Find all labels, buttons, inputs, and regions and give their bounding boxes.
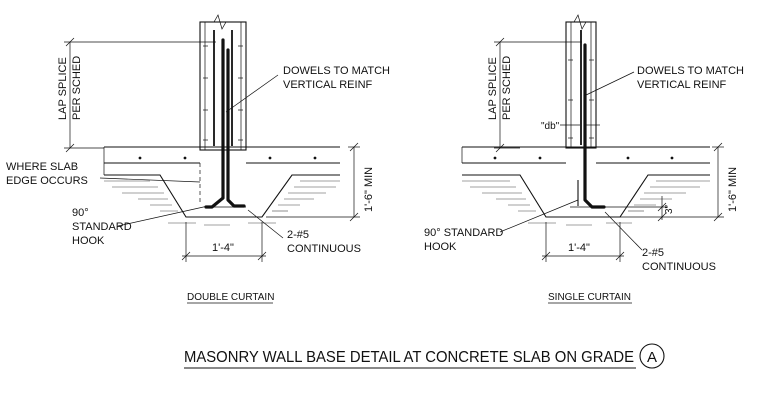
hook-label-right-2: HOOK	[424, 241, 457, 253]
caption-double-curtain: DOUBLE CURTAIN	[187, 292, 274, 303]
bars-label-left-2: CONTINUOUS	[287, 243, 361, 255]
detail-mark-letter: A	[647, 349, 657, 366]
dowels-right	[570, 43, 606, 209]
depth-dim-label-right: 1'-6" MIN	[727, 167, 739, 212]
single-curtain-detail: LAP SPLICE PER SCHED DOWELS TO MATCH VER…	[424, 14, 744, 304]
caption-single-curtain: SINGLE CURTAIN	[548, 292, 631, 303]
bars-label-left: 2-#5	[287, 229, 309, 241]
width-dim-label-right: 1'-4"	[568, 242, 590, 254]
dowels-label-left-2: VERTICAL REINF	[283, 79, 373, 91]
lap-splice-label-left-2: PER SCHED	[71, 56, 83, 120]
hook-label-right: 90° STANDARD	[424, 227, 503, 239]
lap-splice-label-left: LAP SPLICE	[57, 57, 69, 120]
width-dim-right	[541, 222, 625, 262]
depth-dim-left	[266, 142, 360, 222]
hook-label-left-3: HOOK	[72, 235, 105, 247]
depth-dim-right	[620, 142, 724, 222]
dowels-left	[204, 38, 246, 209]
masonry-wall-right	[565, 14, 597, 149]
drawing-title: MASONRY WALL BASE DETAIL AT CONCRETE SLA…	[184, 349, 634, 366]
width-dim-label-left: 1'-4"	[212, 242, 234, 254]
leaders-right	[499, 71, 643, 251]
bars-label-right: 2-#5	[642, 247, 664, 259]
width-dim-left	[181, 222, 267, 262]
lap-splice-label-right: LAP SPLICE	[487, 57, 499, 120]
bars-label-right-2: CONTINUOUS	[642, 261, 716, 273]
drawing-title-block: MASONRY WALL BASE DETAIL AT CONCRETE SLA…	[184, 343, 665, 369]
cover-dim-right	[606, 196, 668, 222]
slab-edge-label: WHERE SLAB	[6, 161, 78, 173]
detail-mark-circle	[639, 343, 665, 369]
dowels-label-left: DOWELS TO MATCH	[283, 65, 390, 77]
leaders-left	[99, 74, 284, 239]
dowels-label-right: DOWELS TO MATCH	[637, 65, 744, 77]
cover-dim-label: 3"	[664, 204, 675, 214]
lap-splice-dim-right	[494, 37, 582, 153]
slab-edge-label-2: EDGE OCCURS	[6, 175, 88, 187]
hook-label-left: 90°	[72, 207, 89, 219]
lap-splice-dim-left	[64, 37, 216, 153]
double-curtain-detail: LAP SPLICE PER SCHED DOWELS TO MATCH VER…	[6, 14, 390, 304]
lap-splice-label-right-2: PER SCHED	[501, 56, 513, 120]
db-label: "db"	[541, 121, 560, 132]
depth-dim-label-left: 1'-6" MIN	[363, 167, 375, 212]
dowels-label-right-2: VERTICAL REINF	[637, 79, 727, 91]
hook-label-left-2: STANDARD	[72, 221, 132, 233]
